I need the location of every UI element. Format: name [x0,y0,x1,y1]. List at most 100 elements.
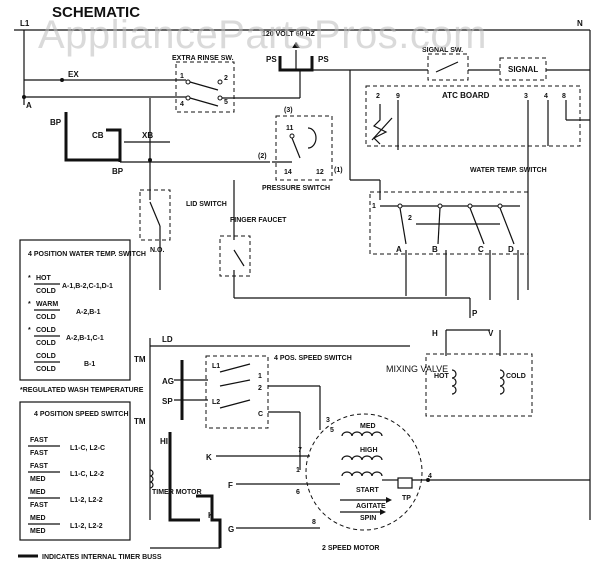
node-a: A [26,101,32,110]
node-sp: SP [162,397,173,406]
svg-text:L1-2, L2-2: L1-2, L2-2 [70,523,103,530]
water-temp-switch [369,191,529,255]
speed-pin-1: 1 [258,373,262,380]
n-label: N [577,19,583,28]
diagram-title: SCHEMATIC [52,4,140,21]
svg-text:L1-C, L2-2: L1-C, L2-2 [70,471,104,478]
legend-bus-text: INDICATES INTERNAL TIMER BUSS [42,554,162,561]
wts-pin-a: A [396,245,402,254]
timer-motor-label: TIMER MOTOR [152,489,202,496]
timer-motor-coil [149,469,154,489]
extra-rinse-switch [175,61,235,113]
node-tm: TM [134,355,146,364]
node-hi: HI [160,437,168,446]
l1-label: L1 [20,19,30,28]
atc-board [365,85,581,147]
svg-text:COLD: COLD [36,340,56,347]
thermistor [372,104,388,145]
svg-text:COLD: COLD [36,314,56,321]
node-p: P [472,309,478,318]
svg-text:WARM: WARM [36,301,58,308]
svg-text:COLD: COLD [36,288,56,295]
svg-text:*: * [28,301,31,308]
motor-pin-6: 6 [296,489,300,496]
motor-label: 2 SPEED MOTOR [322,545,379,552]
node-tm2: TM [134,417,146,426]
svg-text:A-1,B-2,C-1,D-1: A-1,B-2,C-1,D-1 [62,283,113,290]
svg-text:FAST: FAST [30,463,49,470]
svg-text:MED: MED [30,476,46,483]
legend-water-temp [19,239,131,381]
winding-agitate: AGITATE [356,503,386,510]
start-winding [341,471,383,477]
legend-speed-row: MED FAST L1-2, L2-2 [28,489,103,509]
legend-speed-title: 4 POSITION SPEED SWITCH [34,411,129,418]
signal-switch [427,53,469,81]
wts-pin-d: D [508,245,514,254]
legend-water-footnote: *REGULATED WASH TEMPERATURE [20,387,144,394]
timer-buss-bp [64,112,120,162]
winding-med: MED [360,423,376,430]
node-xb: XB [142,131,153,140]
svg-text:MED: MED [30,515,46,522]
watermark: AppliancePartsPros.com [38,13,487,57]
speed-pin-l1: L1 [212,363,220,370]
svg-text:MED: MED [30,489,46,496]
finger-faucet [219,235,251,277]
node-bp2: BP [112,167,124,176]
svg-text:COLD: COLD [36,327,56,334]
atc-pin-2: 2 [376,93,380,100]
mixing-valve-cold: COLD [506,373,526,380]
hot-coil [451,369,457,395]
motor-pin-5: 5 [330,427,334,434]
atc-pin-4: 4 [544,93,548,100]
svg-text:FAST: FAST [30,450,49,457]
node-ag: AG [162,377,174,386]
atc-pin-8: 8 [562,93,566,100]
pressure-diaphragm [307,127,317,149]
mixing-valve-hot: HOT [434,373,450,380]
lid-switch [139,189,171,241]
speed-pin-2: 2 [258,385,262,392]
mixing-valve-label: MIXING VALVE [386,364,448,374]
pressure-pin-12: 12 [316,169,324,176]
svg-text:COLD: COLD [36,366,56,373]
node-f: F [228,481,233,490]
wts-pin-c: C [478,245,484,254]
winding-high: HIGH [360,447,378,454]
svg-text:MED: MED [30,528,46,535]
finger-faucet-label: FINGER FAUCET [230,217,287,224]
svg-text:FAST: FAST [30,502,49,509]
pressure-pin-2: (2) [258,153,267,160]
node-bp: BP [50,118,62,127]
winding-spin: SPIN [360,515,376,522]
svg-text:B-1: B-1 [84,361,95,368]
svg-text:*: * [28,327,31,334]
wts-pin-2: 2 [408,215,412,222]
motor-pin-3: 3 [326,417,330,424]
cold-coil [499,369,505,395]
legend-speed-row: FAST FAST L1-C, L2-C [28,437,105,457]
node-ex: EX [68,70,79,79]
node-ld: LD [162,335,173,344]
motor-pin-7: 7 [298,447,302,454]
motor-pin-4: 4 [428,473,432,480]
node-g: G [228,525,234,534]
extra-rinse-label: EXTRA RINSE SW. [172,55,234,62]
node-v: V [488,329,494,338]
tp-label: TP [402,495,411,502]
lid-switch-no: N.O. [150,247,164,254]
pressure-switch-label: PRESSURE SWITCH [262,185,330,192]
mixing-valve [425,353,533,417]
legend-water-row: * COLD COLD A-2,B-1,C-1 [28,327,104,347]
node-k2: K [208,511,214,520]
high-winding [341,455,383,461]
thermal-protector [397,477,413,489]
svg-text:HOT: HOT [36,275,52,282]
svg-text:A-2,B-1,C-1: A-2,B-1,C-1 [66,335,104,342]
rinse-pin-5: 5 [224,99,228,106]
signal-label: SIGNAL [508,65,538,74]
ps-left-label: PS [266,55,277,64]
motor-pin-8: 8 [312,519,316,526]
